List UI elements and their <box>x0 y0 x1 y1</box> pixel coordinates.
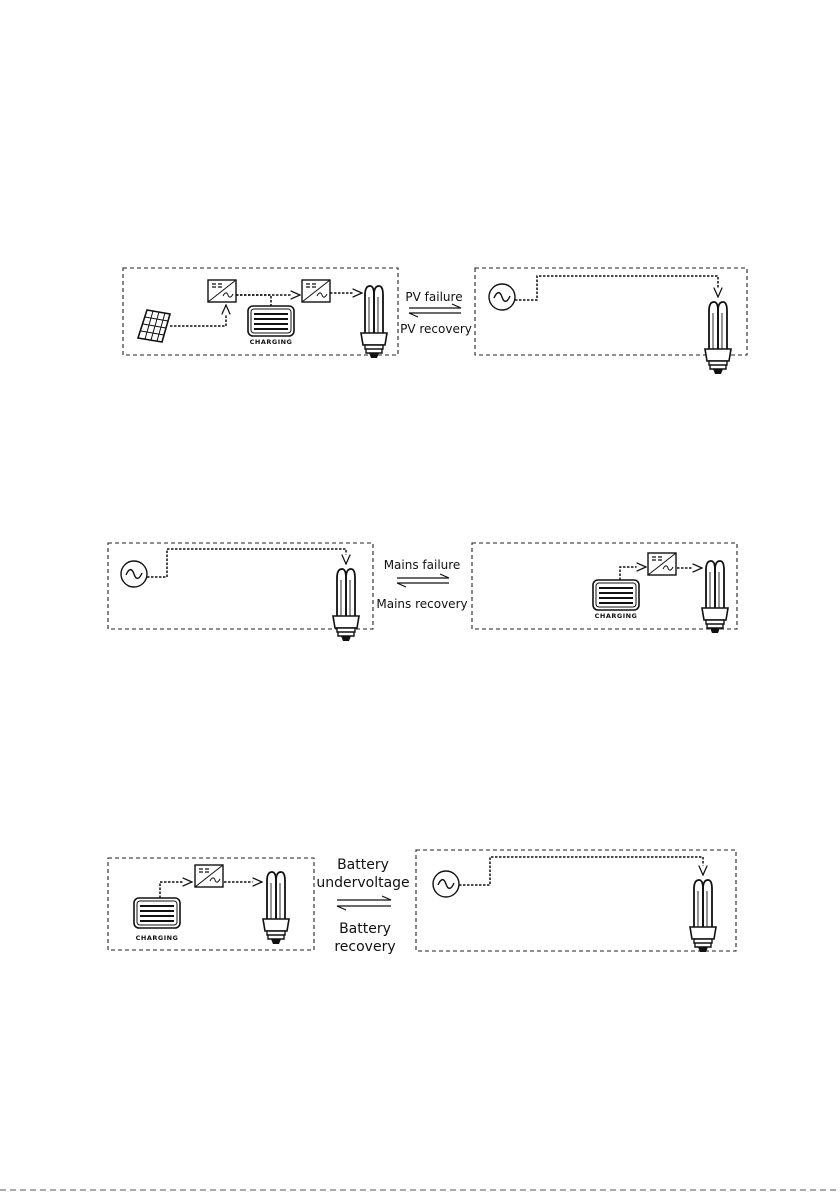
battery-charging-label: CHARGING <box>595 612 638 620</box>
ac-source-icon <box>489 284 515 310</box>
solar-panel-icon <box>138 310 170 342</box>
controller-icon <box>208 280 236 302</box>
battery-recovery-label-line2: recovery <box>334 939 395 955</box>
lamp-icon <box>690 880 716 952</box>
battery-icon <box>593 580 639 610</box>
diagram-1: CHARGING PV failure PV recovery <box>123 268 747 374</box>
lamp-icon <box>702 561 728 633</box>
battery-icon <box>248 306 294 336</box>
mode-switch-arrows: Mains failure Mains recovery <box>376 558 467 611</box>
mains-flow-line <box>147 549 346 577</box>
mains-recovery-label: Mains recovery <box>376 597 467 611</box>
inverter-icon <box>302 280 330 302</box>
battery-charging-label: CHARGING <box>250 338 293 346</box>
mains-flow-line <box>515 276 718 300</box>
lamp-icon <box>361 286 387 358</box>
mains-failure-label: Mains failure <box>384 558 461 572</box>
inverter-icon <box>648 553 676 575</box>
inverter-icon <box>195 865 223 887</box>
lamp-icon <box>263 872 289 944</box>
pv-failure-label: PV failure <box>405 290 462 304</box>
pv-recovery-label: PV recovery <box>400 322 472 336</box>
battery-undervoltage-label-line1: Battery <box>337 857 389 873</box>
mains-mode-frame <box>475 268 747 355</box>
mode-switch-arrows: PV failure PV recovery <box>400 290 472 336</box>
battery-undervoltage-label-line2: undervoltage <box>316 875 409 891</box>
ac-source-icon <box>121 561 147 587</box>
diagram-2: Mains failure Mains recovery CHARGING <box>108 543 737 641</box>
battery-charging-label: CHARGING <box>136 934 179 942</box>
battery-icon <box>134 898 180 928</box>
mode-switch-arrows: Battery undervoltage Battery recovery <box>316 857 409 955</box>
battery-recovery-label-line1: Battery <box>339 921 391 937</box>
lamp-icon <box>705 302 731 374</box>
lamp-icon <box>333 569 359 641</box>
mains-mode-frame <box>416 850 736 951</box>
mains-flow-line <box>459 857 703 885</box>
ac-source-icon <box>433 871 459 897</box>
diagram-3: CHARGING Battery undervoltage Battery re… <box>108 850 736 955</box>
